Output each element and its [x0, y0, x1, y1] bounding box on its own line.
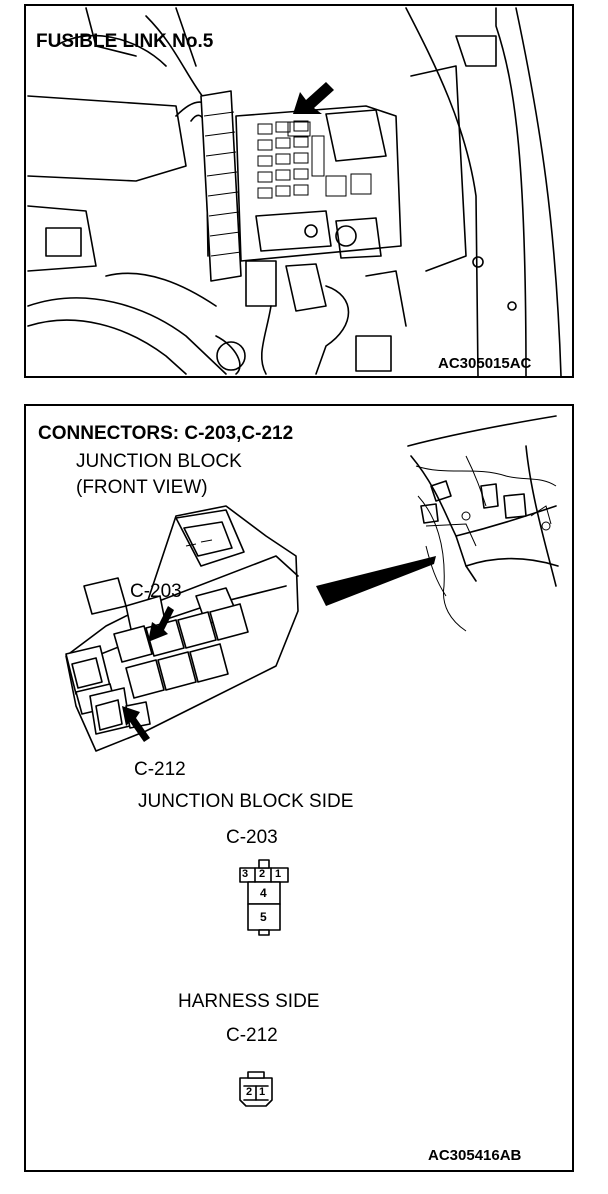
c212-connector-face	[239, 1071, 273, 1107]
c203-callout: C-203	[130, 581, 182, 602]
connectors-figure: CONNECTORS: C-203,C-212 JUNCTION BLOCK (…	[24, 404, 574, 1172]
c203-pin-5: 5	[260, 910, 267, 924]
c212-pin-1: 1	[259, 1086, 266, 1098]
front-view-label: (FRONT VIEW)	[76, 477, 208, 498]
top-figure-code: AC305015AC	[438, 355, 532, 372]
c203-pin-3: 3	[242, 868, 249, 880]
engine-bay-illustration	[27, 7, 562, 376]
junction-block-label: JUNCTION BLOCK	[76, 451, 242, 472]
c203-side-label: C-203	[226, 827, 278, 848]
c212-pin-2: 2	[246, 1086, 253, 1098]
fusible-link-title: FUSIBLE LINK No.5	[36, 31, 214, 52]
connectors-title: CONNECTORS: C-203,C-212	[38, 423, 294, 444]
c212-callout: C-212	[134, 759, 186, 780]
c203-pin-1: 1	[275, 868, 282, 880]
junction-block-side-label: JUNCTION BLOCK SIDE	[138, 791, 354, 812]
bottom-figure-code: AC305416AB	[428, 1147, 522, 1164]
connector-illustration	[65, 415, 559, 1107]
c203-connector-face	[239, 859, 289, 936]
c203-pin-4: 4	[260, 886, 267, 900]
c212-side-label: C-212	[226, 1025, 278, 1046]
fusible-link-figure: FUSIBLE LINK No.5 AC305015AC	[24, 4, 574, 378]
harness-side-label: HARNESS SIDE	[178, 991, 320, 1012]
c203-pin-2: 2	[259, 868, 266, 880]
